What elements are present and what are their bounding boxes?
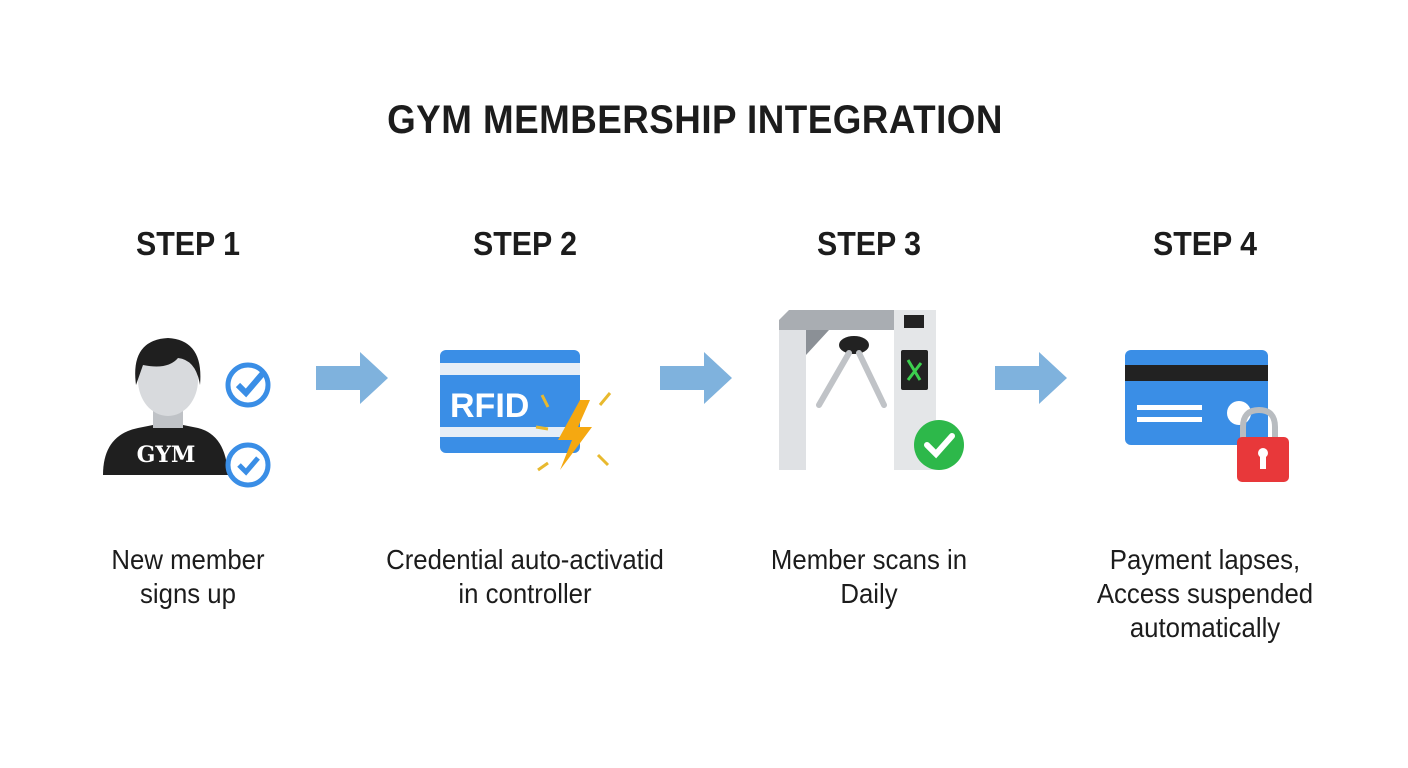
- desc-line: Member scans in: [770, 544, 968, 575]
- desc-line: Access suspended: [1096, 578, 1314, 609]
- card-text: RFID: [450, 387, 529, 425]
- desc-line: signs up: [140, 578, 236, 609]
- arrow-right-icon: [995, 352, 1067, 404]
- step-4: STEP 4 Payment lapses, Access suspended …: [1035, 225, 1375, 645]
- arrow-right-icon: [316, 352, 388, 404]
- member-signup-icon: GYM: [18, 295, 358, 495]
- step-label: STEP 3: [816, 225, 922, 262]
- desc-line: Daily: [840, 578, 898, 609]
- step-3: STEP 3 Member scans in Daily: [699, 225, 1039, 611]
- step-description: Payment lapses, Access suspended automat…: [1049, 543, 1362, 645]
- step-2: STEP 2 RFID Credential auto-activatid in…: [355, 225, 695, 611]
- step-description: New member signs up: [32, 543, 345, 611]
- desc-line: Credential auto-activatid: [386, 544, 664, 575]
- desc-line: New member: [111, 544, 265, 575]
- page-title: GYM MEMBERSHIP INTEGRATION: [387, 98, 1003, 142]
- desc-line: in controller: [458, 578, 592, 609]
- step-description: Member scans in Daily: [713, 543, 1026, 611]
- step-label: STEP 1: [135, 225, 241, 262]
- rfid-card-icon: RFID: [355, 295, 695, 495]
- step-description: Credential auto-activatid in controller: [369, 543, 682, 611]
- shirt-text: GYM: [137, 442, 196, 468]
- locked-card-icon: [1035, 295, 1375, 495]
- desc-line: Payment lapses,: [1109, 544, 1301, 575]
- step-label: STEP 4: [1152, 225, 1258, 262]
- desc-line: automatically: [1129, 612, 1281, 643]
- turnstile-icon: [699, 295, 1039, 495]
- step-1: STEP 1 GYM New member signs up: [18, 225, 358, 611]
- step-label: STEP 2: [472, 225, 578, 262]
- arrow-right-icon: [660, 352, 732, 404]
